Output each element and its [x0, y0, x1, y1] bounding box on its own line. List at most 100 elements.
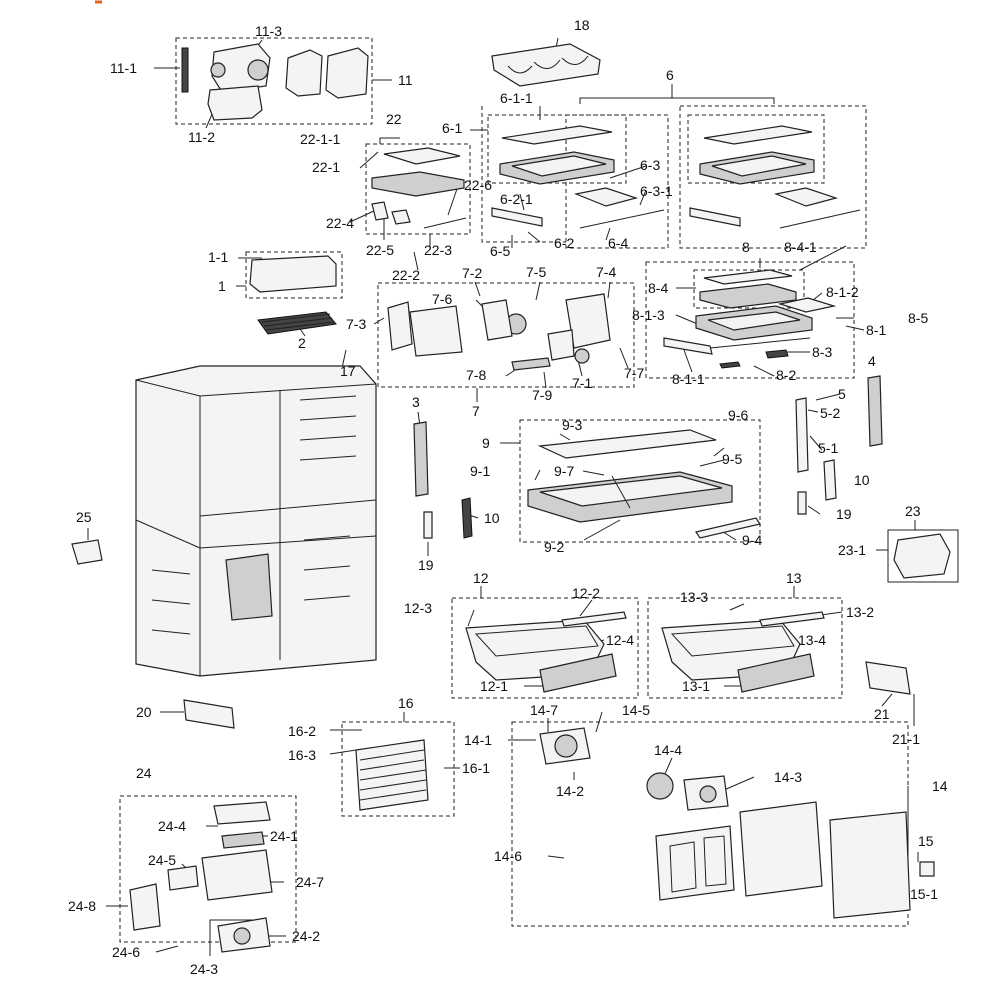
- callout-label: 13-4: [798, 632, 826, 648]
- callout-label: 16-2: [288, 723, 316, 739]
- callout-label: 21: [874, 706, 890, 722]
- callout-label: 6: [666, 67, 674, 83]
- callout-label: 6-3: [640, 157, 660, 173]
- callout-label: 22-1: [312, 159, 340, 175]
- callout-label: 7-6: [432, 291, 452, 307]
- callout-label: 24-5: [148, 852, 176, 868]
- callout-label: 12-4: [606, 632, 634, 648]
- callout-label: 21-1: [892, 731, 920, 747]
- callout-label: 17: [340, 363, 356, 379]
- callout-label: 12-2: [572, 585, 600, 601]
- callout-label: 14: [932, 778, 948, 794]
- callout-label: 9-7: [554, 463, 574, 479]
- callout-label: 7-3: [346, 316, 366, 332]
- callout-label: 14-7: [530, 702, 558, 718]
- callout-label: 14-6: [494, 848, 522, 864]
- callout-label: 8-5: [908, 310, 928, 326]
- callout-label: 10: [854, 472, 870, 488]
- callout-label: 24-7: [296, 874, 324, 890]
- callout-label: 19: [836, 506, 852, 522]
- callout-label: 22-6: [464, 177, 492, 193]
- part-drawings: [71, 43, 951, 953]
- callout-label: 24-8: [68, 898, 96, 914]
- callout-label: 6-5: [490, 243, 510, 259]
- callout-label: 18: [574, 17, 590, 33]
- callout-label: 16: [398, 695, 414, 711]
- callout-label: 8-2: [776, 367, 796, 383]
- callout-label: 6-2-1: [500, 191, 533, 207]
- callout-label: 11-1: [110, 60, 137, 76]
- callout-label: 13-3: [680, 589, 708, 605]
- callout-label: 16-1: [462, 760, 490, 776]
- callout-label: 7-5: [526, 264, 546, 280]
- callout-label: 9-5: [722, 451, 742, 467]
- callout-label: 15-1: [910, 886, 938, 902]
- callout-label: 5: [838, 386, 846, 402]
- callout-label: 22-5: [366, 242, 394, 258]
- callout-label: 6-1-1: [500, 90, 533, 106]
- callout-label: 24: [136, 765, 152, 781]
- callout-label: 1: [218, 278, 226, 294]
- callout-label: 22-1-1: [300, 131, 341, 147]
- callout-label: 8-1-1: [672, 371, 705, 387]
- callout-label: 12-1: [480, 678, 508, 694]
- callout-label: 8-1-2: [826, 284, 859, 300]
- callout-label: 7: [472, 403, 480, 419]
- callout-label: 22: [386, 111, 402, 127]
- callout-label: 11: [398, 72, 413, 88]
- callout-label: 14-2: [556, 783, 584, 799]
- callout-label: 15: [918, 833, 934, 849]
- callout-label: 16-3: [288, 747, 316, 763]
- callout-label: 24-2: [292, 928, 320, 944]
- callout-label: 5-1: [818, 440, 838, 456]
- callout-label: 5-2: [820, 405, 840, 421]
- callout-label: 8-3: [812, 344, 832, 360]
- callout-label: 8-4-1: [784, 239, 817, 255]
- callout-label: 6-2: [554, 235, 574, 251]
- callout-label: 10: [484, 510, 500, 526]
- callout-label: 24-1: [270, 828, 298, 844]
- callout-label: 13-2: [846, 604, 874, 620]
- callout-label: 13: [786, 570, 802, 586]
- callout-label: 19: [418, 557, 434, 573]
- callout-label: 22-2: [392, 267, 420, 283]
- callout-label: 2: [298, 335, 306, 351]
- callout-label: 1-1: [208, 249, 228, 265]
- callout-label: 7-2: [462, 265, 482, 281]
- callout-label: 13-1: [682, 678, 710, 694]
- callout-label: 7-9: [532, 387, 552, 403]
- callout-label: 3: [412, 394, 420, 410]
- callout-label: 25: [76, 509, 92, 525]
- callout-label: 8: [742, 239, 750, 255]
- callout-label: 14-3: [774, 769, 802, 785]
- callout-label: 6-1: [442, 120, 462, 136]
- callout-label: 7-4: [596, 264, 616, 280]
- callout-label: 7-7: [624, 365, 644, 381]
- callout-label: 9: [482, 435, 490, 451]
- callout-label: 14-4: [654, 742, 682, 758]
- callout-label: 6-3-1: [640, 183, 673, 199]
- callout-label: 8-1: [866, 322, 886, 338]
- callout-label: 23: [905, 503, 921, 519]
- callout-label: 9-4: [742, 532, 762, 548]
- callout-label: 9-1: [470, 463, 490, 479]
- callout-label: 22-3: [424, 242, 452, 258]
- callout-label: 12-3: [404, 600, 432, 616]
- callout-label: 8-4: [648, 280, 668, 296]
- callout-label: 22-4: [326, 215, 354, 231]
- callout-label: 7-1: [572, 375, 592, 391]
- callout-label: 11-3: [255, 23, 282, 39]
- callout-label: 14-5: [622, 702, 650, 718]
- callout-labels: 11-3 11-1 11 11-2 18 6 6-1-1 6-1 22 22-1…: [68, 17, 948, 977]
- callout-label: 4: [868, 353, 876, 369]
- callout-label: 24-3: [190, 961, 218, 977]
- callout-label: 20: [136, 704, 152, 720]
- callout-label: 6-4: [608, 235, 628, 251]
- callout-label: 9-3: [562, 417, 582, 433]
- callout-label: 24-4: [158, 818, 186, 834]
- callout-label: 9-2: [544, 539, 564, 555]
- callout-label: 11-2: [188, 129, 215, 145]
- callout-label: 7-8: [466, 367, 486, 383]
- group-boxes: [119, 37, 959, 943]
- callout-label: 24-6: [112, 944, 140, 960]
